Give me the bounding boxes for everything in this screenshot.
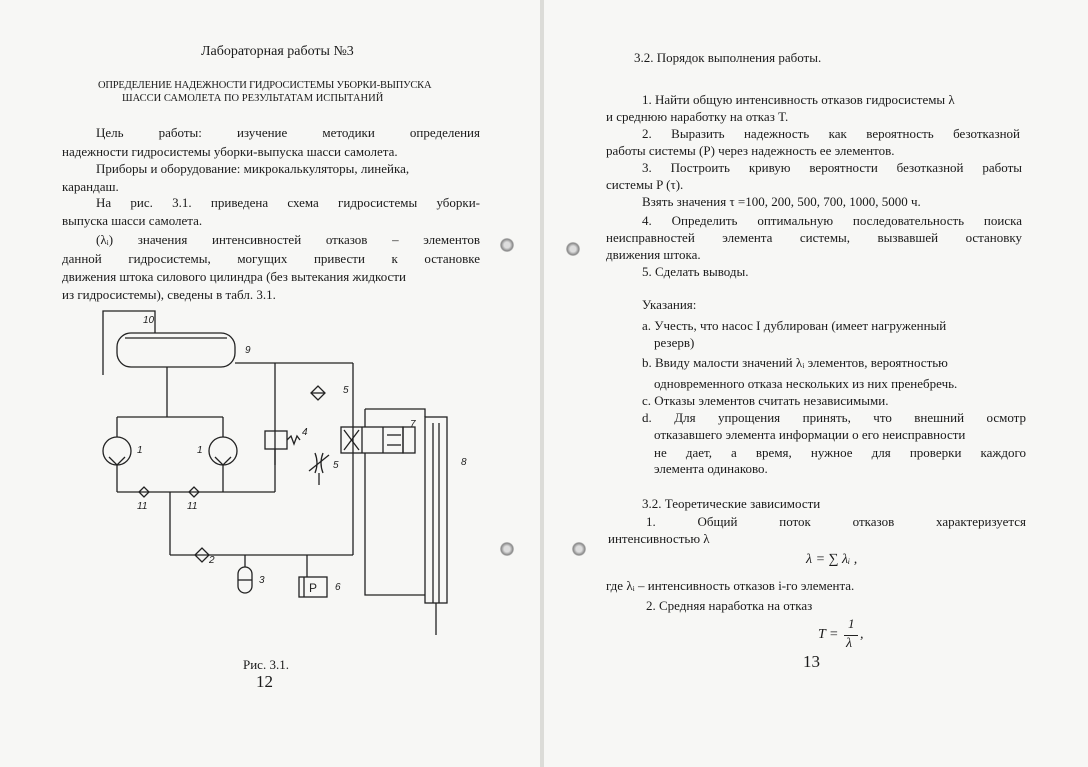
formula-denominator: λ: [846, 636, 853, 651]
note-b-line-1: b. Ввиду малости значений λᵢ элементов, …: [642, 355, 948, 370]
note-b-line-2: одновременного отказа нескольких из них …: [654, 376, 958, 391]
theory-1-line-2: интенсивностью λ: [608, 531, 710, 546]
throttle-5: [314, 452, 324, 474]
subtitle-line-1: ОПРЕДЕЛЕНИЕ НАДЕЖНОСТИ ГИДРОСИСТЕМЫ УБОР…: [98, 80, 432, 91]
label-6: 6: [335, 582, 341, 593]
step-4-line-3: движения штока.: [606, 247, 701, 262]
lambda-line-2: данной гидросистемы, могущих привести к …: [62, 251, 480, 266]
label-9: 9: [245, 345, 251, 356]
right-page: [544, 0, 1088, 767]
label-1-right: 1: [197, 445, 203, 456]
theory-1-line-1: 1. Общий поток отказов характеризуется: [646, 514, 1026, 529]
step-5: 5. Сделать выводы.: [642, 264, 749, 279]
note-d-line-2: отказавшего элемента информации о его не…: [654, 427, 966, 442]
where-text: где λᵢ – интенсивность отказов i-го элем…: [606, 578, 855, 593]
formula-lhs: T =: [818, 627, 839, 642]
step-3-line-1: 3. Построить кривую вероятности безотказ…: [642, 160, 1022, 175]
left-page-number: 12: [256, 672, 273, 691]
goal-line-1: Цель работы: изучение методики определен…: [96, 125, 480, 140]
punch-hole: [566, 242, 580, 256]
equipment-line-2: карандаш.: [62, 179, 119, 194]
pump-1-right: [208, 436, 238, 466]
figure-caption: Рис. 3.1.: [243, 657, 289, 672]
label-7: 7: [410, 419, 416, 430]
formula-numerator: 1: [848, 616, 855, 631]
subtitle-line-2: ШАССИ САМОЛЕТА ПО РЕЗУЛЬТАТАМ ИСПЫТАНИЙ: [122, 93, 384, 104]
figure-ref-line-2: выпуска шасси самолета.: [62, 213, 203, 228]
distributor-valve-7: [340, 426, 404, 454]
formula-total-failure-rate: λ = ∑ λᵢ ,: [806, 552, 858, 567]
label-5-bottom: 5: [333, 460, 339, 471]
actuator-cylinder-8: [424, 416, 448, 604]
fraction-bar: [844, 635, 858, 636]
step-1-line-2: и среднюю наработку на отказ T.: [606, 109, 789, 124]
label-11-b: 11: [187, 501, 197, 512]
notes-heading: Указания:: [642, 297, 697, 312]
theory-2: 2. Средняя наработка на отказ: [646, 598, 813, 613]
theory-heading: 3.2. Теоретические зависимости: [642, 496, 821, 511]
note-d-line-3: не дает, а время, нужное для проверки ка…: [654, 445, 1026, 460]
formula-comma: ,: [860, 627, 864, 642]
book-fold: [540, 0, 544, 767]
label-4: 4: [302, 427, 308, 438]
step-3-line-2: системы P (τ).: [606, 177, 684, 192]
punch-hole: [500, 542, 514, 556]
lambda-line-3: движения штока силового цилиндра (без вы…: [62, 269, 406, 284]
lambda-line-4: из гидросистемы), сведены в табл. 3.1.: [62, 287, 276, 302]
check-valve-11-a: [138, 486, 150, 498]
note-d-line-4: элемента одинаково.: [654, 461, 768, 476]
label-1-left: 1: [137, 445, 143, 456]
label-11-a: 11: [137, 501, 147, 512]
punch-hole: [500, 238, 514, 252]
label-8: 8: [461, 457, 467, 468]
step-2-line-2: работы системы (P) через надежность ее э…: [606, 143, 895, 158]
pump-1-left: [102, 436, 132, 466]
label-10: 10: [143, 315, 155, 326]
step-2-line-1: 2. Выразить надежность как вероятность б…: [642, 126, 1020, 141]
right-page-number: 13: [803, 652, 820, 671]
figure-ref-line-1: На рис. 3.1. приведена схема гидросистем…: [96, 195, 480, 210]
tank-9: [116, 332, 236, 368]
step-4-line-2: неисправностей элемента системы, вызвавш…: [606, 230, 1022, 245]
label-2: 2: [208, 555, 215, 566]
label-3: 3: [259, 575, 265, 586]
pressure-gauge-6: [298, 576, 328, 598]
section-heading: 3.2. Порядок выполнения работы.: [634, 50, 822, 65]
left-page: [0, 0, 540, 767]
punch-hole: [572, 542, 586, 556]
note-a-line-1: a. Учесть, что насос I дублирован (имеет…: [642, 318, 947, 333]
note-a-line-2: резерв): [654, 335, 695, 350]
lambda-line-1: (λᵢ) значения интенсивностей отказов – э…: [96, 232, 480, 247]
note-c: c. Отказы элементов считать независимыми…: [642, 393, 889, 408]
page-title: Лабораторная работы №3: [201, 44, 354, 59]
check-valve-11-b: [188, 486, 200, 498]
equipment-line-1: Приборы и оборудование: микрокалькулятор…: [96, 161, 410, 176]
hydraulic-schematic: 10 9 1 1 5 4 7 5 8 11 11 2 3 6 P: [102, 310, 467, 635]
filter-2: [194, 547, 210, 563]
step-3-line-3: Взять значения τ =100, 200, 500, 700, 10…: [642, 194, 921, 209]
step-4-line-1: 4. Определить оптимальную последовательн…: [642, 213, 1022, 228]
step-1-line-1: 1. Найти общую интенсивность отказов гид…: [642, 92, 955, 107]
note-d-line-1: d. Для упрощения принять, что внешний ос…: [642, 410, 1026, 425]
label-P: P: [309, 581, 317, 595]
vent-pipe-10: [102, 310, 156, 375]
label-5-top: 5: [343, 385, 349, 396]
goal-line-2: надежности гидросистемы уборки-выпуска ш…: [62, 144, 398, 159]
relief-valve-4: [264, 430, 288, 450]
